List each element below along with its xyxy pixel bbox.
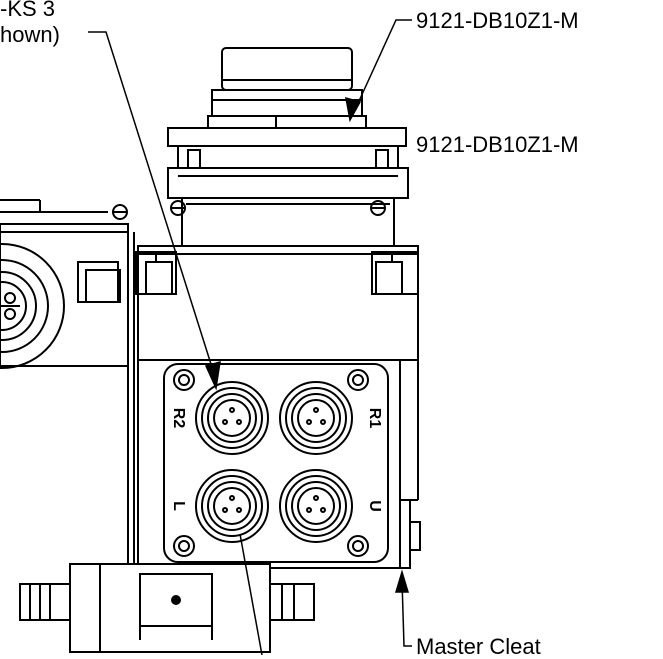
port-connector-r2 (195, 381, 269, 455)
callout-top-left-line1: -KS 3 (0, 0, 56, 21)
callout-part-number-mid: 9121-DB10Z1-M (416, 132, 579, 157)
plate-screw-bl (173, 535, 195, 557)
port-label-r2: R2 (170, 408, 187, 429)
callout-master-cleat: Master Cleat (416, 634, 541, 659)
port-connector-u (279, 469, 353, 543)
plate-screw-tl (173, 369, 195, 391)
port-plate (163, 363, 389, 563)
bottom-fitting (19, 563, 315, 653)
plate-screw-br (347, 535, 369, 557)
left-side-assembly (0, 199, 135, 640)
port-label-r1: R1 (366, 408, 383, 429)
port-label-l: L (170, 501, 187, 511)
leader-lines (88, 19, 412, 655)
callout-part-number-top: 9121-DB10Z1-M (416, 8, 579, 33)
callout-top-left-line2: hown) (0, 22, 60, 47)
port-connector-r1 (279, 381, 353, 455)
port-label-u: U (366, 500, 383, 512)
plate-screw-tr (347, 369, 369, 391)
port-connector-l (195, 469, 269, 543)
top-connector (167, 47, 409, 247)
